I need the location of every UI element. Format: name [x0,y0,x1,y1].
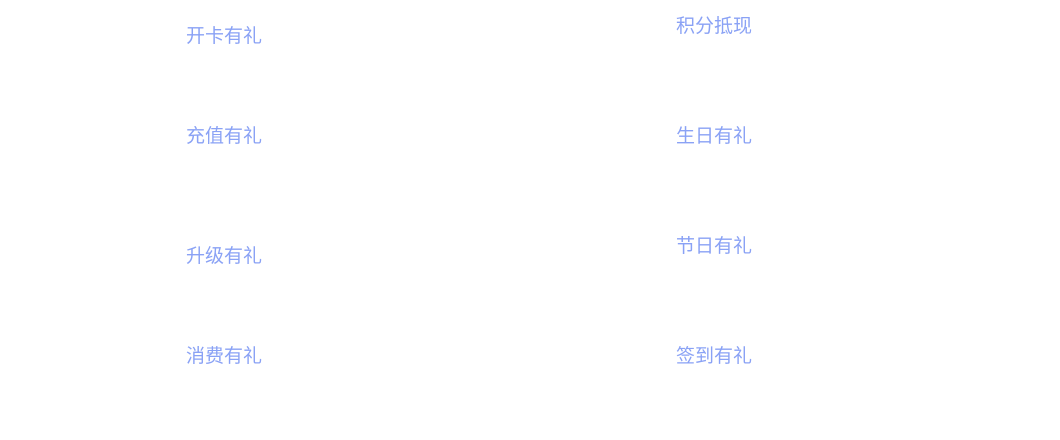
menu-item-upgrade-gift[interactable]: 升级有礼 [186,245,263,267]
menu-item-holiday-gift[interactable]: 节日有礼 [676,235,753,257]
menu-item-points-cash[interactable]: 积分抵现 [676,15,753,37]
menu-item-birthday-gift[interactable]: 生日有礼 [676,125,753,147]
menu-item-consumption-gift[interactable]: 消费有礼 [186,345,263,367]
menu-item-open-card-gift[interactable]: 开卡有礼 [186,25,263,47]
menu-item-checkin-gift[interactable]: 签到有礼 [676,345,753,367]
menu-item-recharge-gift[interactable]: 充值有礼 [186,125,263,147]
